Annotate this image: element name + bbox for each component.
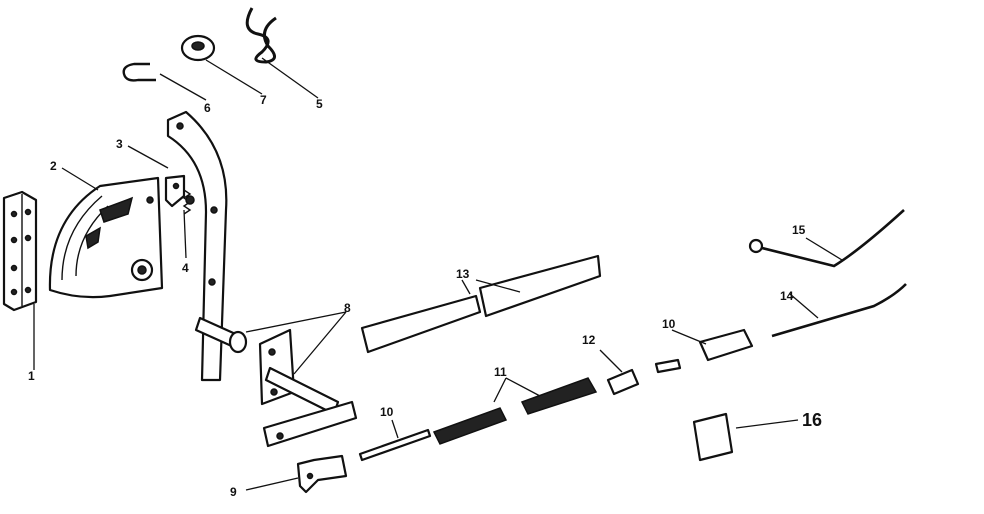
leader-lines bbox=[33, 57, 843, 491]
part-15-rod bbox=[748, 209, 905, 268]
callout-7: 7 bbox=[260, 93, 267, 107]
part-1-mounting-bracket bbox=[2, 190, 38, 312]
part-8-pedal-shaft bbox=[194, 316, 358, 448]
part-7-pulley bbox=[180, 34, 216, 62]
callout-12: 12 bbox=[582, 333, 596, 347]
part-4-spring bbox=[182, 189, 195, 215]
callout-5: 5 bbox=[316, 97, 323, 111]
part-16-bracket bbox=[692, 412, 734, 462]
upper-rod-bracket bbox=[698, 328, 754, 362]
hand-lever bbox=[166, 110, 228, 382]
part-10-pin-upper bbox=[654, 358, 682, 374]
part-3-clip bbox=[164, 174, 186, 208]
callout-6: 6 bbox=[204, 101, 211, 115]
callout-2: 2 bbox=[50, 159, 57, 173]
callout-3: 3 bbox=[116, 137, 123, 151]
part-10-pin-lower bbox=[358, 428, 432, 462]
callout-labels: 1 2 3 4 5 6 7 8 9 10 10 11 12 13 14 15 1… bbox=[28, 93, 822, 499]
callout-10-lower: 10 bbox=[380, 405, 394, 419]
part-2-quadrant-sector bbox=[48, 176, 164, 299]
part-11-springs bbox=[432, 377, 598, 445]
callout-13: 13 bbox=[456, 267, 470, 281]
callout-14: 14 bbox=[780, 289, 794, 303]
part-14-rod bbox=[771, 283, 907, 338]
part-5-cord bbox=[245, 7, 277, 64]
part-6-u-bolt bbox=[122, 62, 156, 82]
callout-8: 8 bbox=[344, 301, 351, 315]
part-12-coupler bbox=[606, 368, 640, 396]
callout-15: 15 bbox=[792, 223, 806, 237]
callout-9: 9 bbox=[230, 485, 237, 499]
part-13-channels bbox=[360, 254, 602, 354]
part-9-bracket bbox=[296, 454, 348, 494]
callout-16: 16 bbox=[802, 410, 822, 430]
callout-11: 11 bbox=[494, 365, 507, 379]
callout-10-upper: 10 bbox=[662, 317, 676, 331]
callout-4: 4 bbox=[182, 261, 189, 275]
callout-1: 1 bbox=[28, 369, 35, 383]
